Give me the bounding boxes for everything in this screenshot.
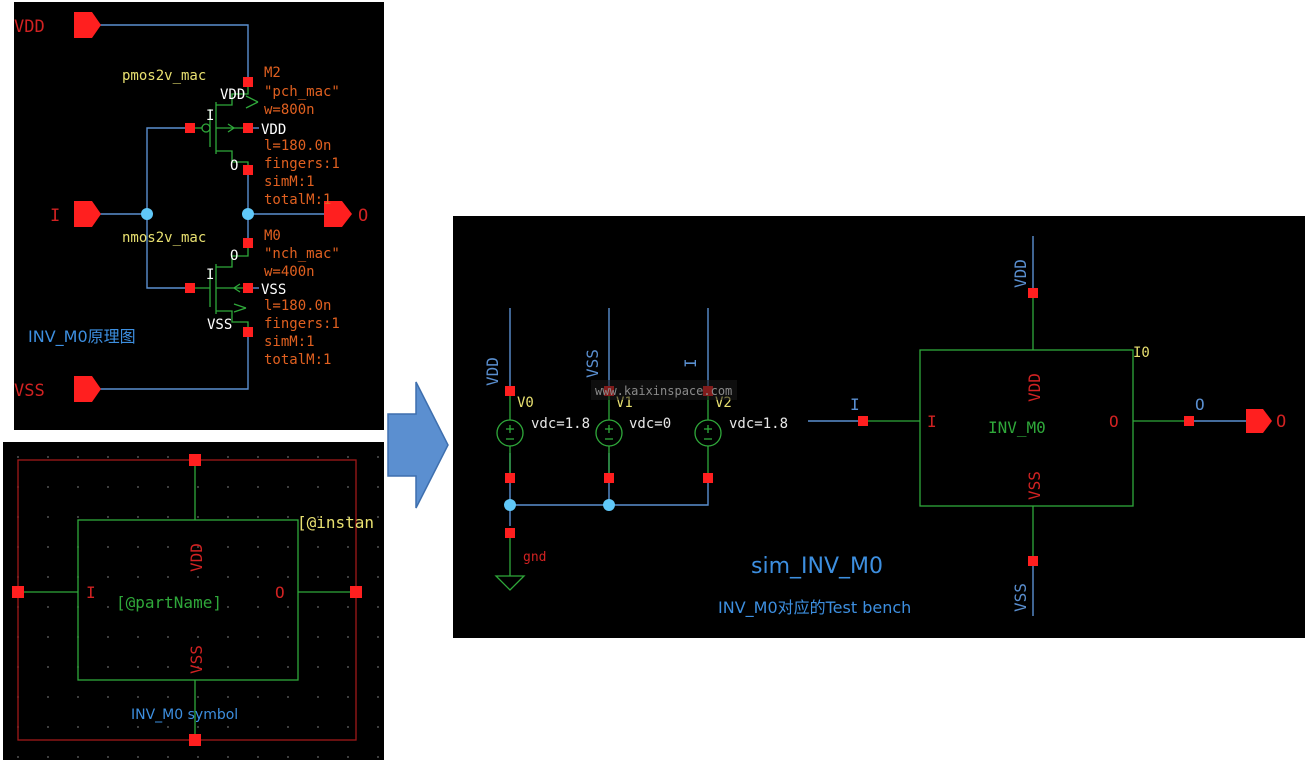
inv-out-label: O (1109, 412, 1119, 431)
symbol-pin-vdd[interactable] (189, 454, 201, 466)
net-label-output: O (1195, 395, 1205, 414)
net-label-top: VDD (1011, 259, 1030, 288)
pmos-term-drain: O (230, 158, 238, 174)
net-label-vss: VSS (583, 349, 602, 378)
pin-in-label: I (50, 206, 60, 226)
nmos-term-top: O (230, 248, 238, 264)
symbol-in-label: I (86, 583, 96, 602)
testbench-background (453, 216, 1305, 638)
nmos-inst: M0 (264, 228, 281, 244)
symbol-pin-vss[interactable] (189, 734, 201, 746)
nmos-model: "nch_mac" (264, 246, 340, 262)
testbench-net-dots (504, 499, 615, 511)
pin-out-flag[interactable] (324, 201, 352, 227)
source-v0-name: V0 (517, 395, 534, 411)
nmos-width: w=400n (264, 264, 315, 280)
pmos-cell-name: pmos2v_mac (122, 68, 206, 84)
gnd-label: gnd (523, 550, 546, 565)
symbol-pin-in[interactable] (12, 586, 24, 598)
source-v0-param: vdc=1.8 (531, 416, 590, 432)
symbol-instance-name: [@instan (297, 513, 374, 532)
out-pin-label: O (1276, 412, 1286, 432)
schematic-terminals (185, 77, 253, 337)
nmos-length: l=180.0n (264, 298, 331, 314)
pmos-model: "pch_mac" (264, 84, 340, 100)
watermark: www.kaixinspace.com (595, 384, 732, 398)
symbol-caption: INV_M0 symbol (131, 707, 238, 723)
pmos-fingers: fingers:1 (264, 156, 340, 172)
pin-out-label: O (358, 206, 368, 226)
symbol-grid (3, 442, 384, 760)
nmos-term-gate: I (206, 267, 214, 283)
pmos-length: l=180.0n (264, 138, 331, 154)
inverter-schematic: VDD I O VSS pmos2v_mac nmos2v_mac VDD I … (14, 2, 384, 430)
net-label-in: I (681, 358, 700, 368)
out-pin-flag[interactable] (1246, 409, 1272, 433)
nmos-cell-name: nmos2v_mac (122, 230, 206, 246)
testbench-wires (509, 236, 1253, 616)
symbol-vss-label: VSS (187, 645, 206, 674)
nmos-device (189, 242, 249, 332)
pin-vdd-label: VDD (14, 17, 45, 37)
symbol-bounding-box[interactable] (17, 459, 357, 741)
nmos-term-bulk: VSS (261, 282, 286, 298)
voltage-sources (494, 391, 722, 591)
nmos-term-source: VSS (207, 317, 232, 333)
inv-in-label: I (927, 412, 937, 431)
testbench-caption: INV_M0对应的Test bench (718, 598, 911, 618)
symbol-pins (12, 454, 362, 746)
pin-in-flag[interactable] (74, 201, 101, 227)
pin-vss-label: VSS (14, 381, 45, 401)
inverter-symbol-view: VDD VSS I O [@partName] [@instan INV_M0 … (3, 442, 384, 760)
symbol-pin-out[interactable] (350, 586, 362, 598)
ground-icon (494, 575, 526, 591)
inv-instance[interactable] (863, 293, 1189, 561)
nmos-totalM: totalM:1 (264, 352, 331, 368)
pin-vdd-flag[interactable] (74, 12, 101, 38)
schematic-pin-flags (74, 12, 352, 402)
nmos-fingers: fingers:1 (264, 316, 340, 332)
watermark-backdrop (591, 380, 737, 400)
testbench-title: sim_INV_M0 (751, 554, 883, 579)
schematic-net-dots (141, 208, 254, 220)
pmos-term-gate: I (206, 108, 214, 124)
test-bench-schematic: O VDD VSS I I O VDD VSS V0 V1 V2 I0 vdc=… (453, 216, 1305, 638)
source-v2-param: vdc=1.8 (729, 416, 788, 432)
flow-arrow (387, 381, 449, 509)
inv-instance-name: I0 (1133, 345, 1150, 361)
pmos-width: w=800n (264, 102, 315, 118)
inv-block-name: INV_M0 (988, 418, 1046, 437)
inv-vss-label: VSS (1025, 471, 1044, 500)
pmos-simM: simM:1 (264, 174, 315, 190)
symbol-part-name: [@partName] (116, 593, 222, 612)
schematic-caption: INV_M0原理图 (28, 327, 136, 347)
schematic-wires (100, 24, 330, 390)
inv-block-body[interactable] (919, 349, 1134, 507)
source-v1-param: vdc=0 (629, 416, 671, 432)
pmos-inst: M2 (264, 65, 281, 81)
nmos-simM: simM:1 (264, 334, 315, 350)
symbol-out-label: O (275, 583, 285, 602)
pin-vss-flag[interactable] (74, 376, 101, 402)
inv-vdd-label: VDD (1025, 373, 1044, 402)
right-arrow-icon (387, 381, 449, 509)
net-label-input: I (850, 395, 860, 414)
pmos-term-bulk: VDD (261, 122, 286, 138)
net-label-bottom: VSS (1011, 583, 1030, 612)
symbol-vdd-label: VDD (187, 543, 206, 572)
symbol-pin-stubs (18, 460, 356, 740)
pmos-totalM: totalM:1 (264, 192, 331, 208)
pmos-term-top: VDD (220, 87, 245, 103)
symbol-body[interactable] (77, 519, 299, 681)
net-label-vdd: VDD (483, 357, 502, 386)
